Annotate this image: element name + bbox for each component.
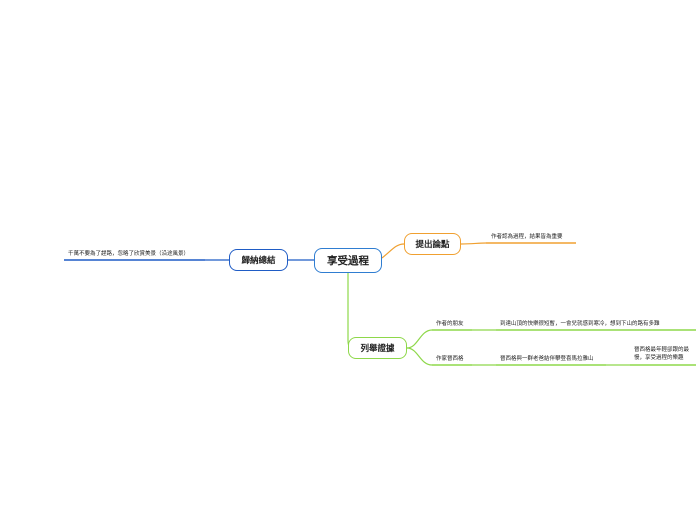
evidence-item-2-detail[interactable]: 晉西格與一群老爸結伴攀登喜馬拉雅山 — [500, 356, 594, 362]
point-child-text[interactable]: 作者認為過程，結果皆為重要 — [491, 234, 563, 240]
summary-child-text[interactable]: 千萬不要為了趕路，忽略了欣賞美景（沿途風景） — [68, 251, 190, 257]
connector-evidence-to-item1 — [406, 329, 433, 349]
branch-evidence[interactable]: 列舉證據 — [348, 337, 407, 359]
connector-evidence-to-item2 — [406, 347, 433, 366]
branch-point[interactable]: 提出論點 — [404, 233, 461, 255]
connector-point-to-child — [460, 242, 487, 245]
evidence-item-1-label[interactable]: 作者的朋友 — [436, 321, 464, 327]
connector-root-to-evidence — [347, 272, 353, 349]
evidence-item-1-detail[interactable]: 到達山頂的快樂很短暫，一會兒就感到寒冷，想到下山的路有多難 — [500, 321, 660, 327]
evidence-item-2-label[interactable]: 作家晉西格 — [436, 356, 464, 362]
branch-summary[interactable]: 歸納總結 — [229, 249, 288, 271]
root-topic[interactable]: 享受過程 — [314, 248, 382, 273]
evidence-item-2-note[interactable]: 晉西格最年輕卻跟的最慢，享受過程的樂趣 — [634, 347, 690, 361]
connector-root-to-point — [381, 243, 405, 259]
